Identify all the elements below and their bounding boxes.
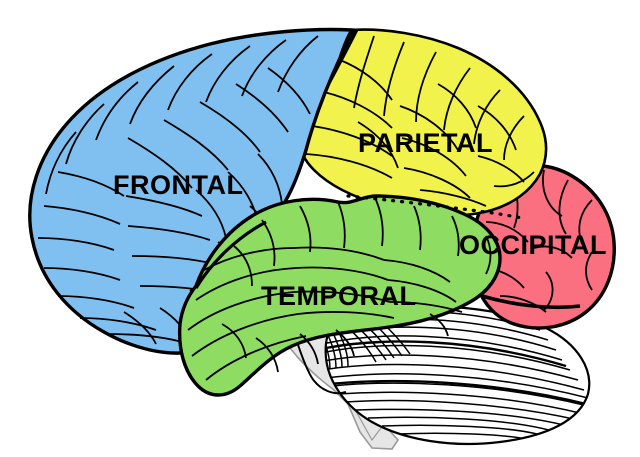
temporal-lobe-region	[177, 194, 502, 397]
cerebellum-region	[293, 304, 591, 446]
parieto-temporal-dotted-boundary	[346, 194, 524, 220]
label-frontal-lobe: FRONTAL	[113, 170, 244, 200]
label-temporal-lobe: TEMPORAL	[261, 281, 417, 311]
label-parietal-lobe: PARIETAL	[358, 128, 493, 158]
label-occipital-lobe: OCCIPITAL	[459, 230, 607, 260]
lateral-fissure	[194, 220, 267, 289]
occipital-lobe-region	[470, 163, 616, 330]
